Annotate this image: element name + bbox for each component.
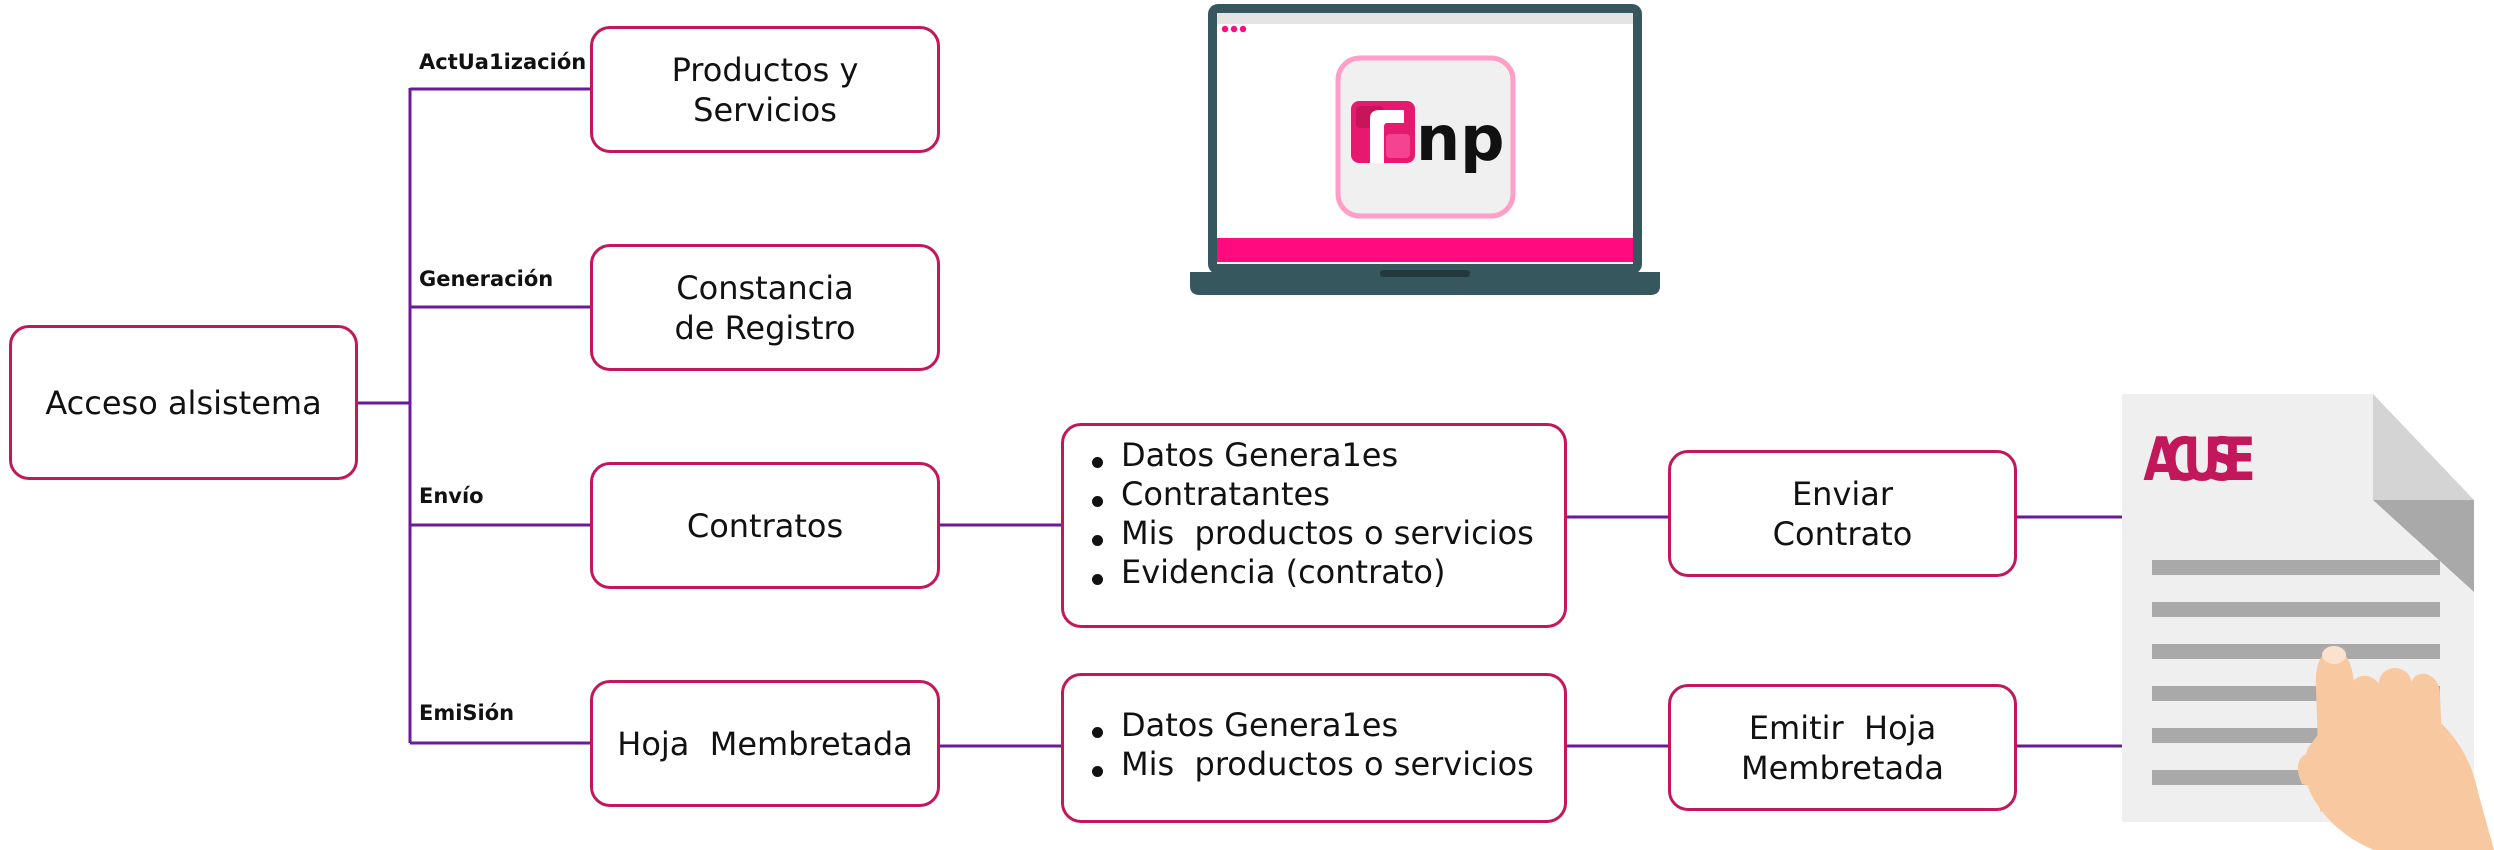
productos-servicios-box: Productos y Servicios — [590, 26, 940, 153]
hoja-membretada-box: Hoja Membretada — [590, 680, 940, 807]
rnp-logo: np — [1335, 55, 1516, 219]
root-box: Acceso alsistema — [9, 325, 358, 480]
constancia-registro-line-1: Constancia — [676, 268, 854, 307]
emitir-hoja-membretada-box: Emitir Hoja Membretada — [1668, 684, 2017, 811]
branch-label-emision: EmiSión — [419, 701, 515, 725]
membretada-details-list: Datos Genera1es Mis productos o servicio… — [1090, 706, 1564, 784]
enviar-contrato-line-1: Enviar — [1791, 474, 1894, 513]
fingernail-shape — [2322, 646, 2346, 664]
branch-label-envio: Envío — [419, 484, 484, 508]
list-item: Mis productos o servicios — [1090, 745, 1564, 784]
list-item: Datos Genera1es — [1090, 706, 1564, 745]
constancia-registro-box: Constancia de Registro — [590, 244, 940, 371]
list-item: Datos Genera1es — [1090, 436, 1564, 475]
list-item: Evidencia (contrato) — [1090, 553, 1564, 592]
laptop-icon: np — [1190, 4, 1660, 295]
enviar-contrato-box: Enviar Contrato — [1668, 450, 2017, 577]
enviar-contrato-line-2: Contrato — [1772, 514, 1913, 553]
productos-servicios-line-2: Servicios — [693, 90, 837, 129]
acuse-document-icon: ACUSE — [2122, 394, 2494, 850]
contratos-label: Contratos — [686, 506, 844, 545]
contratos-details-box: Datos Genera1es Contratantes Mis product… — [1061, 423, 1567, 628]
rnp-logo-text: np — [1416, 102, 1505, 175]
membretada-details-box: Datos Genera1es Mis productos o servicio… — [1061, 673, 1567, 823]
hoja-membretada-label: Hoja Membretada — [617, 724, 913, 763]
root-label: Acceso alsistema — [45, 383, 322, 422]
emitir-hoja-line-2: Membretada — [1741, 748, 1944, 787]
branch-label-actualizacion: ActUa1ización — [419, 50, 587, 74]
emitir-hoja-line-1: Emitir Hoja — [1748, 708, 1937, 747]
contratos-box: Contratos — [590, 462, 940, 589]
contratos-details-list: Datos Genera1es Contratantes Mis product… — [1090, 436, 1564, 592]
productos-servicios-line-1: Productos y — [671, 50, 859, 89]
pointing-hand-icon — [2297, 649, 2494, 850]
acuse-title: ACUSE — [2143, 424, 2255, 494]
constancia-registro-line-2: de Registro — [674, 308, 856, 347]
list-item: Contratantes — [1090, 475, 1564, 514]
branch-label-generacion: Generación — [419, 267, 554, 291]
list-item: Mis productos o servicios — [1090, 514, 1564, 553]
